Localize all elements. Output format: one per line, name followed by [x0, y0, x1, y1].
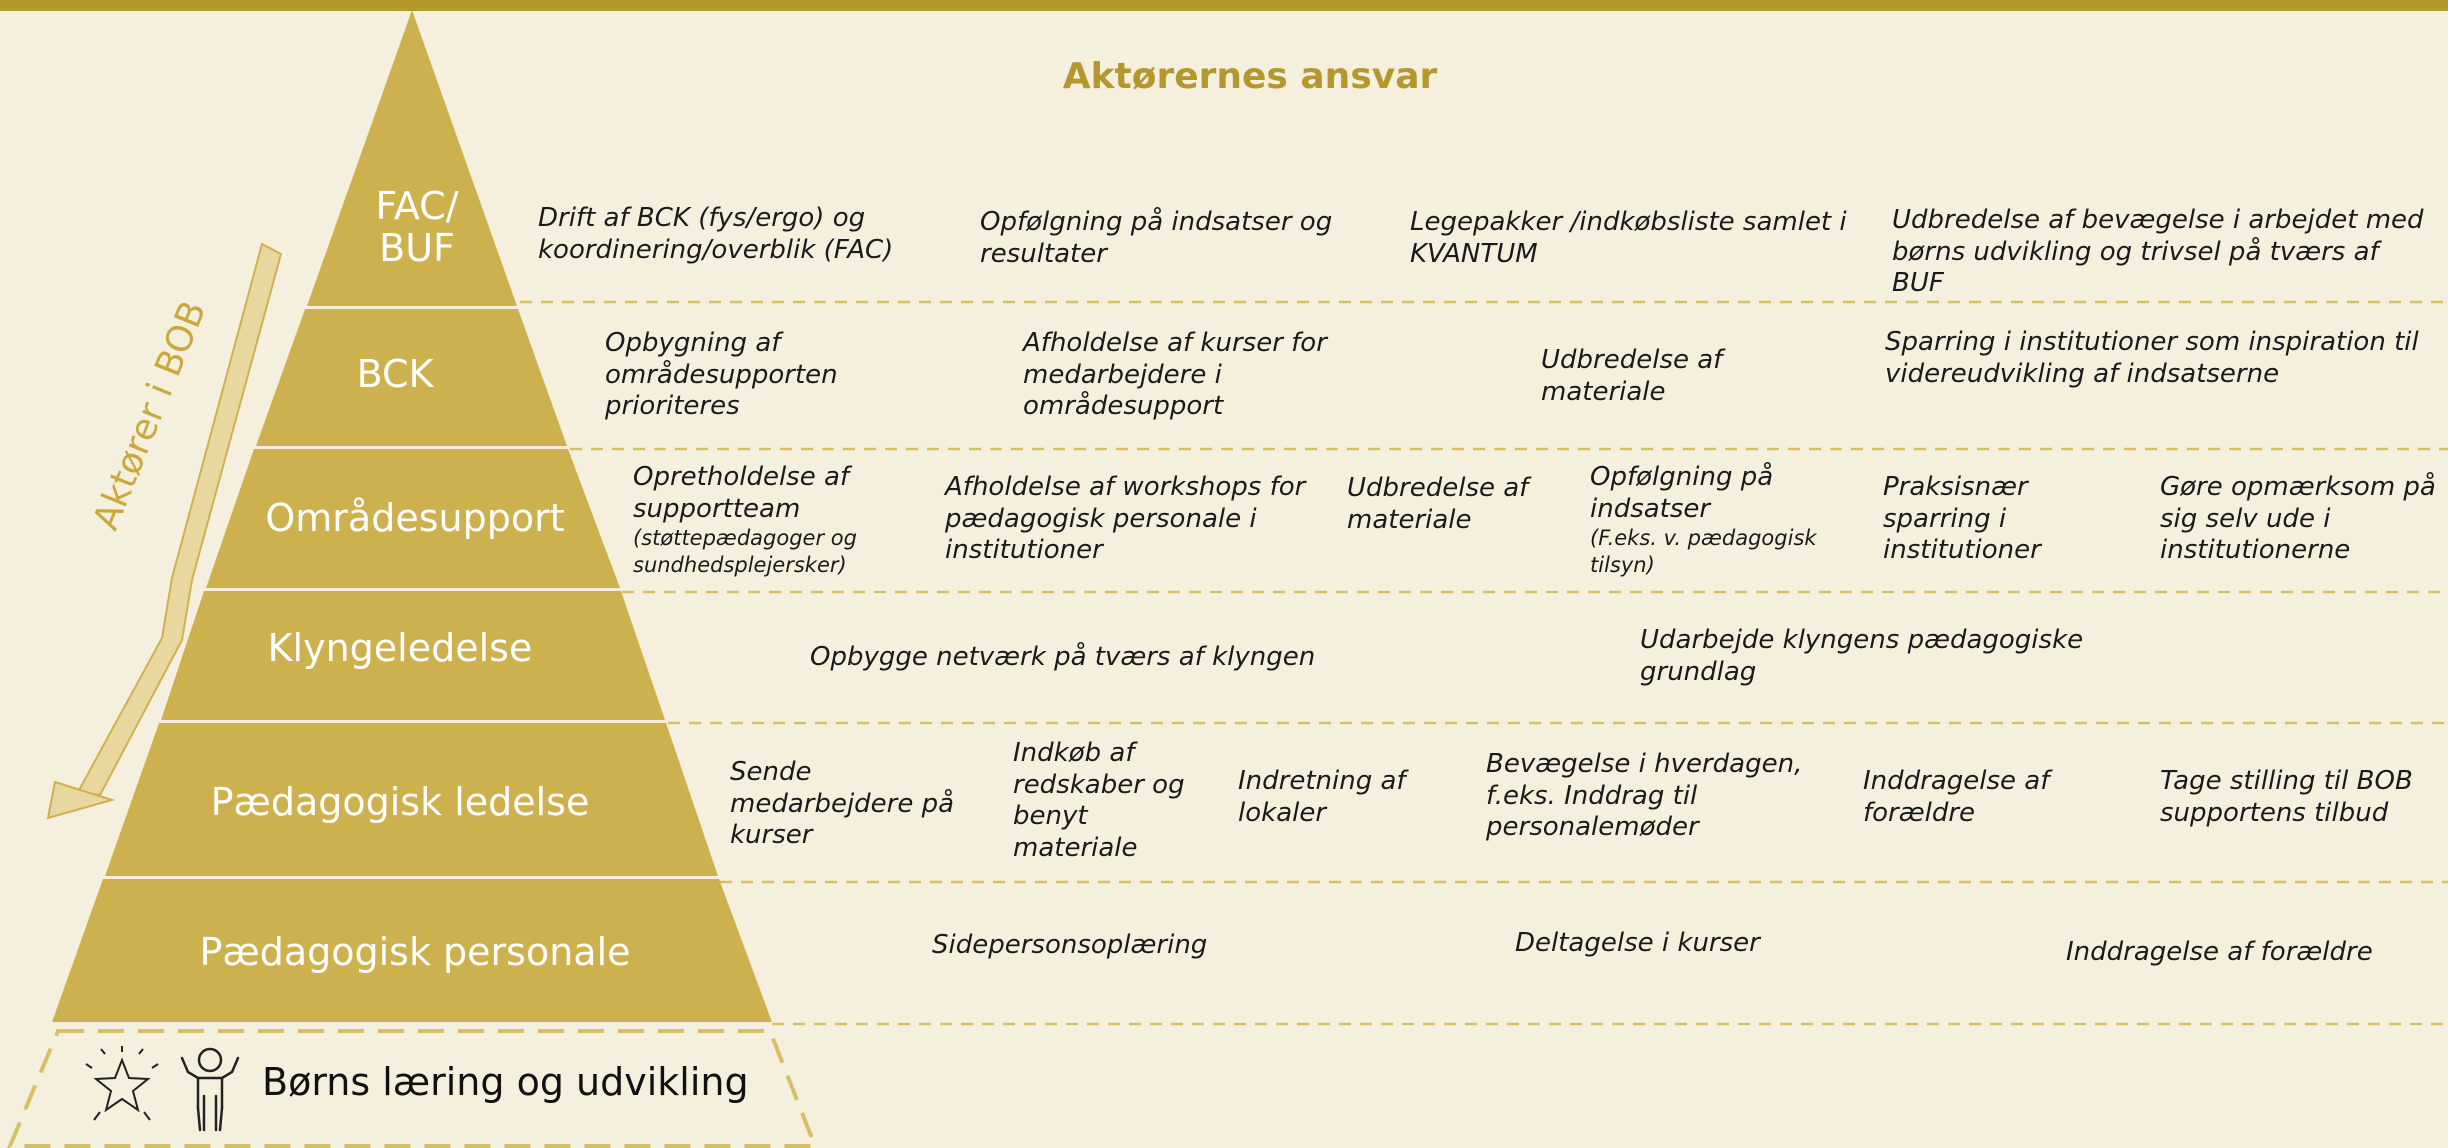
- side-arrow-head: [46, 780, 116, 820]
- fac-cell-2: Opfølgning på indsatser og resultater: [980, 207, 1333, 269]
- side-arrow: [76, 242, 283, 797]
- omraade-cell-1: Opretholdelse af supportteam (støttepæda…: [633, 462, 913, 578]
- tier-paedagogisk-ledelse: [105, 723, 718, 876]
- personale-cell-1: Sidepersonsoplæring: [932, 930, 1208, 960]
- fac-cell-4: Udbredelse af bevægelse i arbejdet med b…: [1892, 205, 2424, 299]
- omraade-cell-3: Udbredelse af materiale: [1347, 473, 1529, 535]
- omraade-cell-5: Praksisnær sparring i institutioner: [1883, 472, 2041, 566]
- omraade-cell-4-main: Opfølgning på indsatser: [1590, 462, 1774, 524]
- top-accent-bar: [0, 0, 2448, 11]
- omraade-cell-1-note: (støttepædagoger og sundhedsplejersker): [633, 526, 857, 577]
- level-omraadesupport-label: Områdesupport: [265, 496, 565, 540]
- omraade-cell-4-note: (F.eks. v. pædagogisk tilsyn): [1590, 526, 1817, 577]
- child-icon: [180, 1047, 240, 1132]
- bck-cell-2: Afholdelse af kurser for medarbejdere i …: [1023, 328, 1327, 422]
- ledelse-cell-6: Tage stilling til BOB supportens tilbud: [2160, 766, 2413, 828]
- tier-paedagogisk-personale: [52, 879, 772, 1022]
- omraade-cell-1-main: Opretholdelse af supportteam: [633, 462, 850, 524]
- tier-bck: [256, 309, 567, 446]
- bck-cell-1: Opbygning af områdesupporten prioriteres: [605, 328, 838, 422]
- base-outline: [6, 1029, 818, 1148]
- ledelse-cell-3: Indretning af lokaler: [1238, 766, 1406, 828]
- personale-cell-3: Inddragelse af forældre: [2066, 937, 2373, 967]
- level-fac-buf-label: FAC/ BUF: [352, 184, 482, 270]
- level-bck-label: BCK: [356, 352, 434, 396]
- omraade-cell-4: Opfølgning på indsatser (F.eks. v. pædag…: [1590, 462, 1860, 578]
- klynge-cell-1: Opbygge netværk på tværs af klyngen: [810, 642, 1316, 672]
- bck-cell-4: Sparring i institutioner som inspiration…: [1885, 327, 2419, 389]
- star-icon: [85, 1046, 159, 1121]
- omraade-cell-2: Afholdelse af workshops for pædagogisk p…: [945, 472, 1306, 566]
- omraade-cell-6: Gøre opmærksom på sig selv ude i institu…: [2160, 472, 2436, 566]
- personale-cell-2: Deltagelse i kurser: [1515, 928, 1760, 958]
- tier-klyngeledelse: [161, 591, 665, 720]
- row-separators: [520, 300, 2448, 1026]
- fac-cell-3: Legepakker /indkøbsliste samlet i KVANTU…: [1410, 207, 1847, 269]
- base-label: Børns læring og udvikling: [262, 1060, 749, 1104]
- level-paedagogisk-personale-label: Pædagogisk personale: [199, 930, 631, 974]
- klynge-cell-2: Udarbejde klyngens pædagogiske grundlag: [1640, 625, 2084, 687]
- bck-cell-3: Udbredelse af materiale: [1541, 345, 1723, 407]
- ledelse-cell-4: Bevægelse i hverdagen, f.eks. Inddrag ti…: [1486, 749, 1803, 843]
- page-title: Aktørernes ansvar: [1062, 56, 1438, 97]
- ledelse-cell-2: Indkøb af redskaber og benyt materiale: [1013, 738, 1185, 864]
- tier-fac-buf: [307, 10, 517, 306]
- level-fac-line1: FAC/: [375, 184, 459, 228]
- level-paedagogisk-ledelse-label: Pædagogisk ledelse: [210, 780, 590, 824]
- tier-omraadesupport: [206, 449, 620, 588]
- level-klyngeledelse-label: Klyngeledelse: [267, 626, 533, 670]
- ledelse-cell-5: Inddragelse af forældre: [1863, 766, 2050, 828]
- fac-cell-1: Drift af BCK (fys/ergo) og koordinering/…: [538, 203, 894, 265]
- level-buf-line2: BUF: [379, 225, 455, 270]
- ledelse-cell-1: Sende medarbejdere på kurser: [730, 757, 955, 851]
